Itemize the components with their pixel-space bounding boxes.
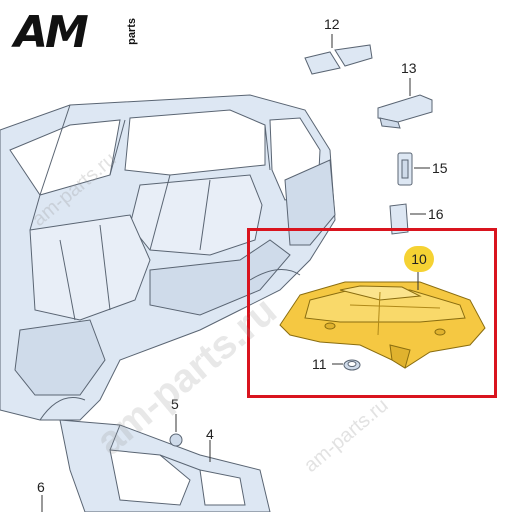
logo-brand: AM: [14, 7, 89, 58]
callout-15: 15: [432, 160, 448, 176]
bracket-part-13: [377, 94, 433, 129]
callout-16: 16: [428, 206, 444, 222]
vehicle-body-shell: [0, 94, 336, 421]
floor-panel-part-10: [279, 281, 486, 369]
callout-13: 13: [401, 60, 417, 76]
callout-6: 6: [37, 479, 45, 495]
panel-part-12: [304, 44, 373, 75]
callout-4: 4: [206, 426, 214, 442]
callout-10: 10: [404, 246, 434, 272]
grommet-part-11: [343, 359, 361, 371]
callout-12: 12: [324, 16, 340, 32]
callout-5: 5: [171, 396, 179, 412]
front-bulkhead-part-4: [59, 419, 271, 512]
am-parts-logo: AM parts: [14, 8, 144, 58]
highlight-frame: [247, 228, 497, 398]
clip-part-15: [397, 152, 413, 186]
fastener-part-5: [169, 433, 183, 447]
callout-11: 11: [312, 356, 327, 372]
logo-sub: parts: [126, 18, 138, 45]
clip-part-16: [389, 203, 409, 235]
